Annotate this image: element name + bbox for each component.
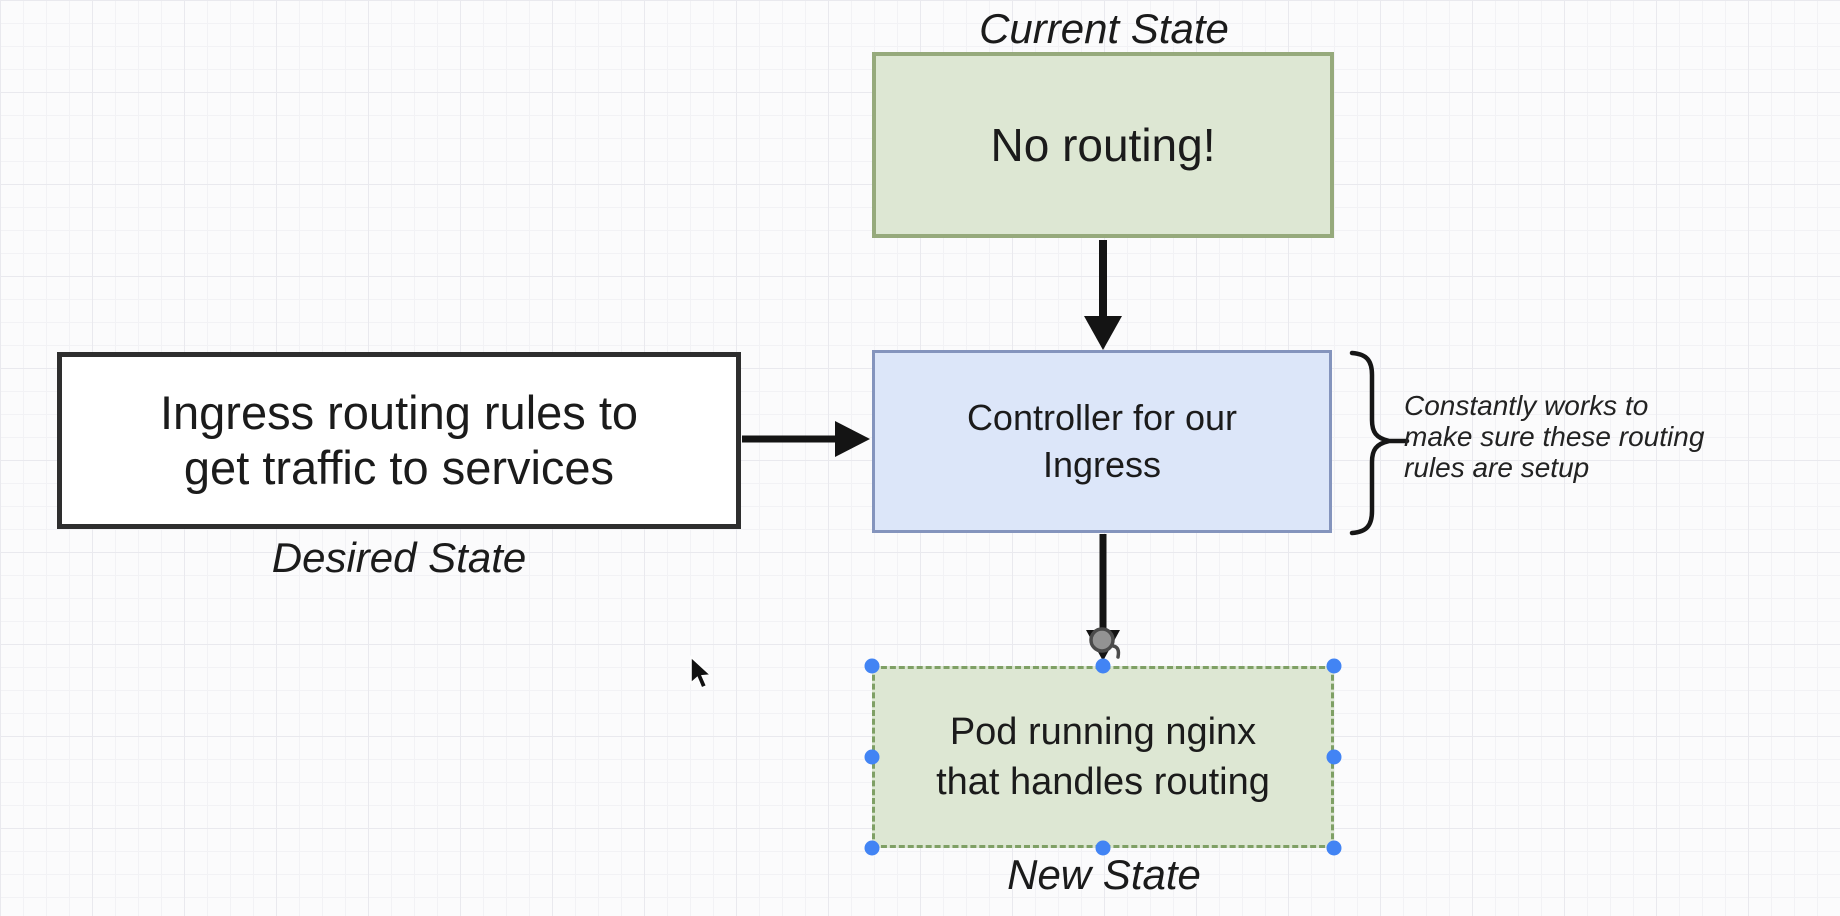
node-no-routing[interactable]: No routing!: [872, 52, 1334, 238]
arrow-current-to-controller[interactable]: [1084, 240, 1122, 350]
curly-brace[interactable]: [1349, 350, 1410, 536]
node-pod-selected[interactable]: Pod running nginx that handles routing: [872, 666, 1334, 848]
edge-endpoint-icon: [1089, 627, 1121, 659]
selection-handle-s[interactable]: [1095, 840, 1111, 856]
mouse-cursor: [690, 655, 713, 690]
selection-handle-se[interactable]: [1326, 840, 1342, 856]
current-state-label[interactable]: Current State: [979, 5, 1229, 52]
selection-handle-ne[interactable]: [1326, 658, 1342, 674]
selection-handle-e[interactable]: [1326, 749, 1342, 765]
ingress-rules-label: Ingress routing rules to get traffic to …: [159, 385, 639, 494]
annotation-note[interactable]: Constantly works to make sure these rout…: [1404, 390, 1705, 483]
no-routing-label: No routing!: [990, 119, 1216, 171]
controller-label: Controller for our Ingress: [966, 396, 1238, 485]
new-state-label[interactable]: New State: [1007, 851, 1201, 898]
selection-handle-n[interactable]: [1095, 658, 1111, 674]
desired-state-label[interactable]: Desired State: [271, 534, 527, 581]
selection-handle-sw[interactable]: [864, 840, 880, 856]
arrow-rules-to-controller[interactable]: [742, 421, 870, 457]
pod-label: Pod running nginx that handles routing: [936, 710, 1270, 803]
selection-handle-nw[interactable]: [864, 658, 880, 674]
node-controller[interactable]: Controller for our Ingress: [872, 350, 1332, 533]
node-ingress-rules[interactable]: Ingress routing rules to get traffic to …: [57, 352, 741, 529]
selection-handle-w[interactable]: [864, 749, 880, 765]
